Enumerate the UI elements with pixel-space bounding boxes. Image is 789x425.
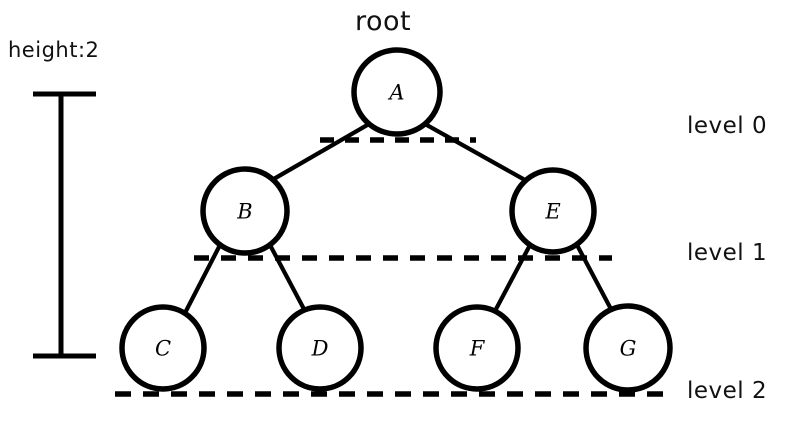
node-c[interactable]: C	[119, 304, 207, 392]
edge-a-e	[422, 121, 528, 183]
node-f[interactable]: F	[433, 304, 521, 392]
node-c-label: C	[155, 337, 171, 361]
node-g-circle	[583, 303, 673, 393]
node-f-label: F	[469, 337, 486, 361]
node-a-circle	[351, 47, 443, 137]
node-d-label: D	[311, 337, 329, 361]
node-b[interactable]: B	[200, 166, 290, 256]
node-f-circle	[433, 304, 521, 392]
level-0-label: level 0	[687, 113, 768, 139]
node-g-label: G	[620, 337, 637, 361]
node-e[interactable]: E	[509, 167, 597, 255]
root-label: root	[355, 6, 412, 37]
node-c-circle	[119, 304, 207, 392]
edge-b-d	[267, 242, 308, 314]
node-d[interactable]: D	[276, 304, 364, 392]
node-e-label: E	[544, 200, 560, 224]
edge-a-b	[269, 121, 372, 183]
node-a[interactable]: A	[351, 47, 443, 137]
edge-b-c	[183, 242, 223, 314]
node-b-circle	[200, 166, 290, 256]
node-b-label: B	[236, 200, 252, 224]
edge-e-f	[492, 242, 533, 314]
node-e-circle	[509, 167, 597, 255]
height-bracket	[33, 91, 96, 359]
node-g[interactable]: G	[583, 303, 673, 393]
edge-e-g	[574, 242, 615, 314]
node-a-label: A	[387, 81, 404, 105]
level-2-label: level 2	[687, 378, 768, 404]
level-lines-group	[115, 137, 668, 397]
level-1-label: level 1	[687, 240, 768, 266]
node-d-circle	[276, 304, 364, 392]
height-label: height:2	[8, 38, 100, 62]
